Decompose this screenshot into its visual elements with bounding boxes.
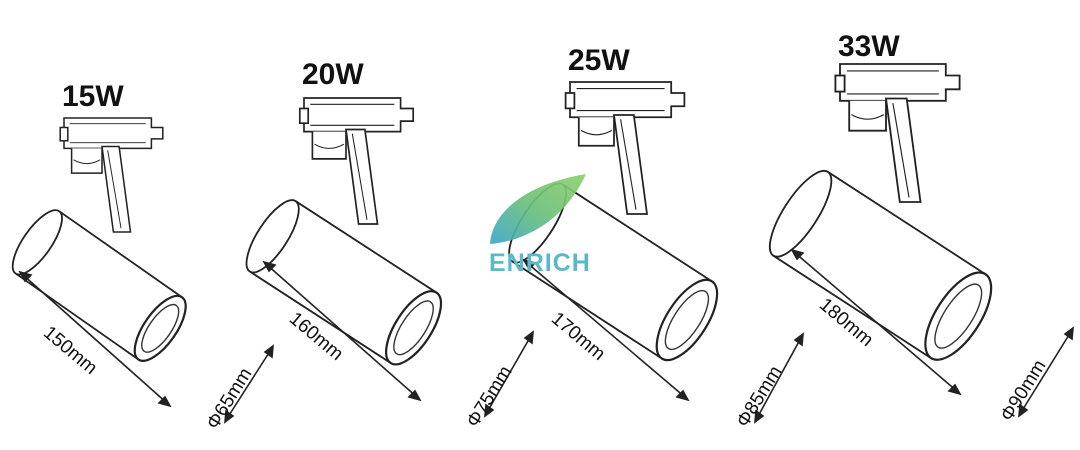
track-light-20w — [245, 97, 534, 418]
wattage-label-20w: 20W — [302, 58, 364, 91]
wattage-label-15w: 15W — [62, 80, 124, 113]
wattage-label-33w: 33W — [838, 30, 900, 63]
wattage-label-25w: 25W — [568, 44, 630, 77]
enrich-logo-text: ENRICH — [489, 249, 591, 277]
track-light-33w — [768, 63, 1074, 418]
track-light-15w — [11, 117, 274, 424]
enrich-leaf-logo — [490, 174, 586, 244]
